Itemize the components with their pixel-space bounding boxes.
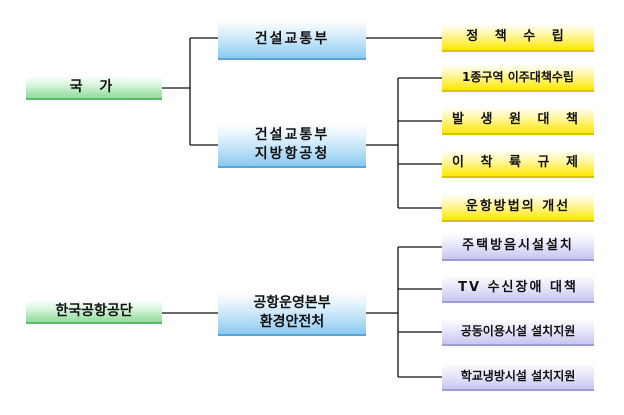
node-takeoff-regulation: 이 착 륙 규 제: [442, 150, 594, 178]
node-soundproofing-label: 주택방음시설설치: [462, 238, 574, 254]
node-moct: 건설교통부: [218, 20, 366, 60]
node-relocation-label: 1종구역 이주대책수립: [462, 69, 574, 84]
node-source-measures: 발 생 원 대 책: [442, 107, 594, 135]
node-state: 국 가: [26, 76, 162, 100]
node-policy: 정 책 수 립: [442, 24, 594, 52]
node-soundproofing: 주택방음시설설치: [442, 233, 594, 261]
node-school-cooling-label: 학교냉방시설 설치지원: [460, 368, 576, 383]
node-operation-improvement: 운항방법의 개선: [442, 194, 594, 222]
node-tv-measures-label: TV 수신장애 대책: [458, 280, 578, 296]
node-regional-office: 건설교통부 지방항공청: [218, 124, 366, 168]
node-operation-improvement-label: 운항방법의 개선: [465, 199, 571, 215]
node-tv-measures: TV 수신장애 대책: [442, 275, 594, 303]
node-policy-label: 정 책 수 립: [466, 29, 570, 45]
node-state-label: 국 가: [69, 78, 119, 95]
node-airport-corp-label: 한국공항공단: [55, 302, 133, 319]
node-moct-label: 건설교통부: [254, 30, 330, 47]
node-relocation: 1종구역 이주대책수립: [442, 64, 594, 92]
node-ops-hq-line2: 환경안전처: [259, 314, 325, 330]
node-source-measures-label: 발 생 원 대 책: [452, 112, 584, 128]
node-regional-office-line2: 지방항공청: [254, 146, 330, 162]
node-regional-office-line1: 건설교통부: [254, 127, 330, 144]
node-school-cooling: 학교냉방시설 설치지원: [442, 363, 594, 391]
node-public-facilities-label: 공동이용시설 설치지원: [460, 323, 576, 338]
node-public-facilities: 공동이용시설 설치지원: [442, 318, 594, 346]
node-takeoff-regulation-label: 이 착 륙 규 제: [452, 155, 584, 171]
node-ops-hq: 공항운영본부 환경안전처: [218, 292, 366, 336]
node-ops-hq-line1: 공항운영본부: [253, 295, 331, 312]
node-airport-corp: 한국공항공단: [26, 300, 162, 324]
